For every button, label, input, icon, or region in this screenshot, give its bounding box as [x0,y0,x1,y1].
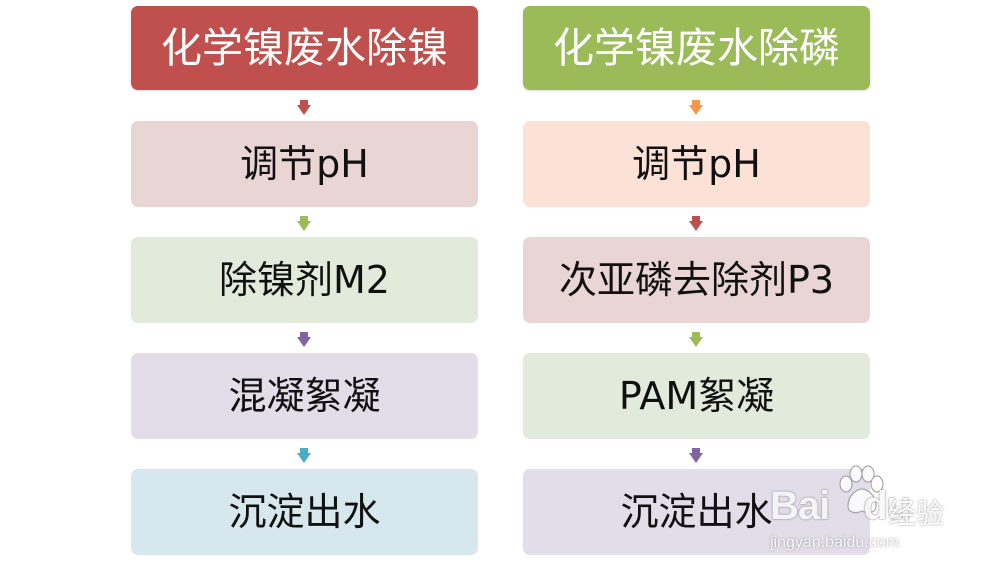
flow-left-step-1: 调节pH [131,121,478,207]
flow-right-arrow-stem-4 [692,448,700,453]
flow-right-arrow-stem-1 [692,100,700,105]
flow-left-step-4: 沉淀出水 [131,469,478,555]
flow-left-arrow-stem-4 [300,448,308,453]
flow-left-arrow-stem-1 [300,100,308,105]
flow-right-arrow-1 [689,105,703,115]
flow-left-header: 化学镍废水除镍 [131,6,478,90]
flow-right-step-4: 沉淀出水 [523,469,870,555]
flow-right-header: 化学镍废水除磷 [523,6,870,90]
flow-left-arrow-1 [297,105,311,115]
flow-right-arrow-3 [689,337,703,347]
flow-right-arrow-4 [689,453,703,463]
flow-right-arrow-stem-3 [692,332,700,337]
flow-right-step-1: 调节pH [523,121,870,207]
flow-left-arrow-stem-2 [300,216,308,221]
flow-left-step-2: 除镍剂M2 [131,237,478,323]
jingyan-label: 经验 [888,497,945,530]
flow-right-arrow-stem-2 [692,216,700,221]
flow-right-step-2: 次亚磷去除剂P3 [523,237,870,323]
flow-left-arrow-2 [297,221,311,231]
flow-left-step-3: 混凝絮凝 [131,353,478,439]
flow-left-arrow-3 [297,337,311,347]
flow-right-step-3: PAM絮凝 [523,353,870,439]
flow-right-arrow-2 [689,221,703,231]
flow-left-arrow-4 [297,453,311,463]
flow-left-arrow-stem-3 [300,332,308,337]
